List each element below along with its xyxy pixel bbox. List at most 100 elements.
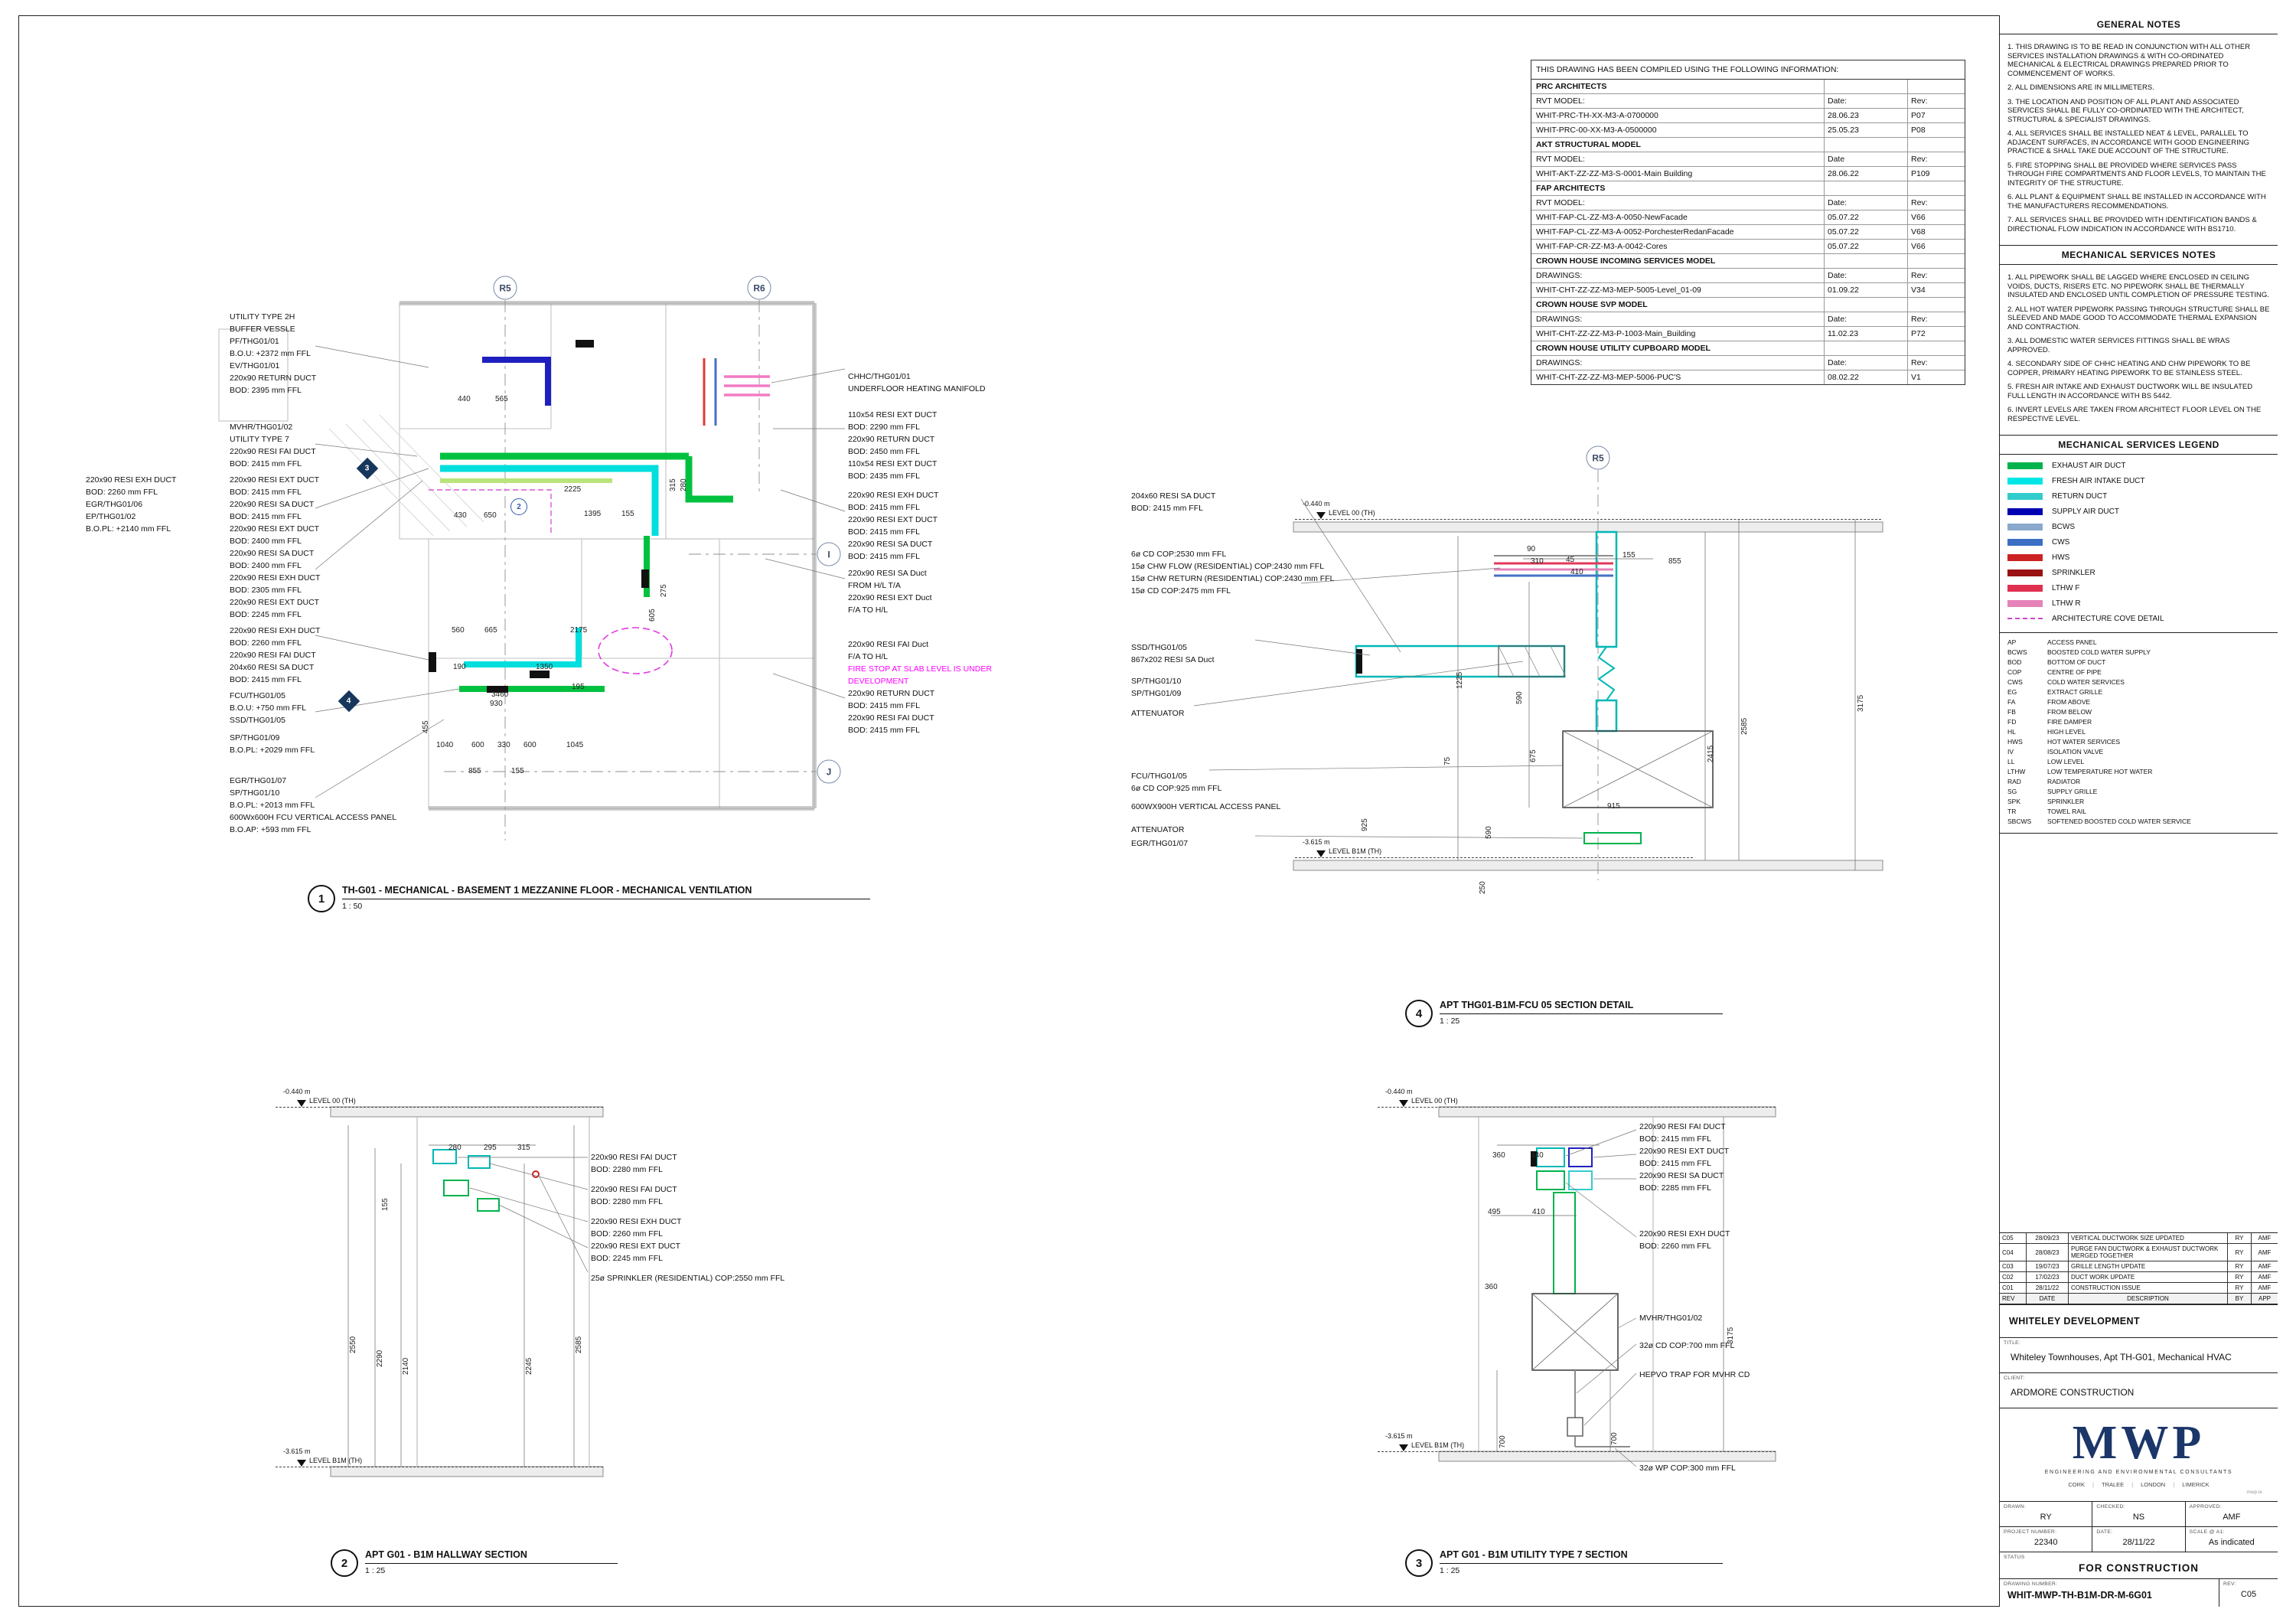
note-item: 5. FRESH AIR INTAKE AND EXHAUST DUCTWORK… xyxy=(2007,383,2270,400)
drawing-label: 220x90 RESI EXH DUCT xyxy=(1639,1229,1730,1239)
legend-swatch xyxy=(2007,462,2043,469)
abbrev-meaning: HIGH LEVEL xyxy=(2047,727,2086,737)
note-item: 2. ALL HOT WATER PIPEWORK PASSING THROUG… xyxy=(2007,305,2270,332)
drawing-label: BOD: 2400 mm FFL xyxy=(230,537,302,546)
abbrev-row: FBFROM BELOW xyxy=(2007,707,2270,717)
client-field: CLIENT: ARDMORE CONSTRUCTION xyxy=(2000,1373,2278,1408)
abbrev-meaning: EXTRACT GRILLE xyxy=(2047,687,2102,697)
dimension-text: 855 xyxy=(468,767,481,776)
general-notes-section: GENERAL NOTES 1. THIS DRAWING IS TO BE R… xyxy=(2000,15,2278,246)
note-item: 6. ALL PLANT & EQUIPMENT SHALL BE INSTAL… xyxy=(2007,193,2270,211)
abbrev-code: FA xyxy=(2007,697,2047,707)
abbrev-row: SGSUPPLY GRILLE xyxy=(2007,787,2270,797)
abbrev-meaning: SPRINKLER xyxy=(2047,797,2084,807)
drawing-label: B.O.AP: +593 mm FFL xyxy=(230,825,311,834)
revision-code: C05 xyxy=(2224,1590,2273,1599)
dimension-text: 2415 xyxy=(1707,746,1716,762)
view-number: 1 xyxy=(308,885,335,912)
dimension-text: 455 xyxy=(422,720,431,733)
drawing-label: SSD/THG01/05 xyxy=(1131,643,1187,652)
drawing-label: BOD: 2290 mm FFL xyxy=(848,423,920,432)
level-name: LEVEL 00 (TH) xyxy=(1411,1097,1458,1105)
level-name: LEVEL B1M (TH) xyxy=(1411,1441,1464,1449)
revision-row: C0428/08/23PURGE FAN DUCTWORK & EXHAUST … xyxy=(2000,1244,2278,1261)
panel-spacer xyxy=(2000,834,2278,1232)
dimension-text: 430 xyxy=(454,511,467,521)
level-line xyxy=(1378,1451,1776,1452)
drawing-label: EGR/THG01/07 xyxy=(230,776,286,785)
drawing-label: 15ø CHW FLOW (RESIDENTIAL) COP:2430 mm F… xyxy=(1131,562,1324,571)
dimension-text: 665 xyxy=(484,626,497,635)
rev-cell: REV: C05 xyxy=(2219,1579,2278,1607)
revision-row: C0128/11/22CONSTRUCTION ISSUERYAMF xyxy=(2000,1283,2278,1294)
drawing-label: 220x90 RESI EXT DUCT xyxy=(591,1242,680,1251)
view-number: 3 xyxy=(1405,1549,1433,1577)
crew-row: DRAWN: RY CHECKED: NS APPROVED: AMF xyxy=(2000,1502,2278,1527)
dimension-text: 590 xyxy=(1515,691,1525,704)
drawing-label: BOD: 2245 mm FFL xyxy=(230,610,302,619)
level-triangle-icon xyxy=(1399,1100,1408,1107)
legend-item: SPRINKLER xyxy=(2007,565,2270,580)
dimension-text: 295 xyxy=(484,1144,497,1153)
level-value: -0.440 m xyxy=(1385,1088,1413,1095)
approved-by: AMF xyxy=(2190,1513,2273,1522)
note-item: 3. THE LOCATION AND POSITION OF ALL PLAN… xyxy=(2007,98,2270,125)
abbrev-code: SPK xyxy=(2007,797,2047,807)
legend-item: EXHAUST AIR DUCT xyxy=(2007,458,2270,473)
view-title-text: TH-G01 - MECHANICAL - BASEMENT 1 MEZZANI… xyxy=(342,885,870,911)
drawing-number-label: DRAWING NUMBER: xyxy=(2004,1581,2057,1587)
dimension-text: 410 xyxy=(1570,568,1583,577)
drawing-number-row: DRAWING NUMBER: WHIT-MWP-TH-B1M-DR-M-6G0… xyxy=(2000,1579,2278,1607)
project-number-label: PROJECT NUMBER: xyxy=(2004,1529,2056,1535)
dimension-text: 1395 xyxy=(584,510,601,519)
info-table: THIS DRAWING HAS BEEN COMPILED USING THE… xyxy=(1531,60,1965,385)
abbrev-code: TR xyxy=(2007,807,2047,817)
abbrev-row: COPCENTRE OF PIPE xyxy=(2007,667,2270,677)
note-item: 1. ALL PIPEWORK SHALL BE LAGGED WHERE EN… xyxy=(2007,273,2270,300)
abbrev-code: BOD xyxy=(2007,658,2047,667)
level-triangle-icon xyxy=(1316,850,1326,857)
level-value: -3.615 m xyxy=(1303,838,1330,846)
revision-row: C0217/02/23DUCT WORK UPDATERYAMF xyxy=(2000,1272,2278,1283)
drawing-number: WHIT-MWP-TH-B1M-DR-M-6G01 xyxy=(2007,1590,2214,1601)
level-name: LEVEL B1M (TH) xyxy=(309,1457,362,1464)
mech-notes-section: MECHANICAL SERVICES NOTES 1. ALL PIPEWOR… xyxy=(2000,246,2278,436)
drawing-label: BOD: 2395 mm FFL xyxy=(230,386,302,395)
drawing-label: 6ø CD COP:2530 mm FFL xyxy=(1131,550,1226,559)
drawing-label: DEVELOPMENT xyxy=(848,677,908,686)
dimension-text: 675 xyxy=(1529,749,1538,762)
date-cell: DATE: 28/11/22 xyxy=(2092,1527,2185,1552)
legend-item: LTHW R xyxy=(2007,596,2270,611)
level-triangle-icon xyxy=(1316,512,1326,519)
info-row: WHIT-CHT-ZZ-ZZ-M3-MEP-5006-PUC'S08.02.22… xyxy=(1531,370,1965,384)
abbrev-row: SBCWSSOFTENED BOOSTED COLD WATER SERVICE xyxy=(2007,817,2270,827)
drawing-label: PF/THG01/01 xyxy=(230,337,279,346)
info-row: WHIT-CHT-ZZ-ZZ-M3-MEP-5005-Level_01-0901… xyxy=(1531,283,1965,298)
drawing-label: 220x90 RETURN DUCT xyxy=(848,435,934,444)
legend-item: SUPPLY AIR DUCT xyxy=(2007,504,2270,519)
dimension-text: 2585 xyxy=(1740,718,1750,735)
grid-bubble-R5: R5 xyxy=(1587,446,1610,470)
level-line xyxy=(1378,1107,1776,1108)
drawing-label: F/A TO H/L xyxy=(848,605,888,615)
drawing-label: UTILITY TYPE 7 xyxy=(230,435,289,444)
legend-swatch xyxy=(2007,618,2043,619)
office-name: LIMERICK xyxy=(2182,1481,2209,1488)
drawing-label: BOD: 2280 mm FFL xyxy=(591,1197,663,1206)
dimension-text: 360 xyxy=(1492,1151,1505,1160)
drawing-label: UNDERFLOOR HEATING MANIFOLD xyxy=(848,384,985,393)
office-name: TRALEE xyxy=(2102,1481,2124,1488)
level-value: -0.440 m xyxy=(283,1088,311,1095)
drawing-label: FROM H/L T/A xyxy=(848,581,901,590)
drawing-label: 220x90 RESI EXT DUCT xyxy=(230,475,319,485)
project-number: 22340 xyxy=(2004,1538,2087,1547)
abbrev-meaning: COLD WATER SERVICES xyxy=(2047,677,2125,687)
title-label: TITLE: xyxy=(2004,1340,2020,1346)
drawing-label: UTILITY TYPE 2H xyxy=(230,312,295,321)
drawing-label: F/A TO H/L xyxy=(848,652,888,661)
legend-swatch xyxy=(2007,524,2043,530)
view-scale: 1 : 25 xyxy=(1440,1017,1723,1026)
dimension-text: 3175 xyxy=(1727,1327,1736,1344)
drawing-label: MVHR/THG01/02 xyxy=(1639,1314,1702,1323)
level-name: LEVEL B1M (TH) xyxy=(1329,847,1381,855)
